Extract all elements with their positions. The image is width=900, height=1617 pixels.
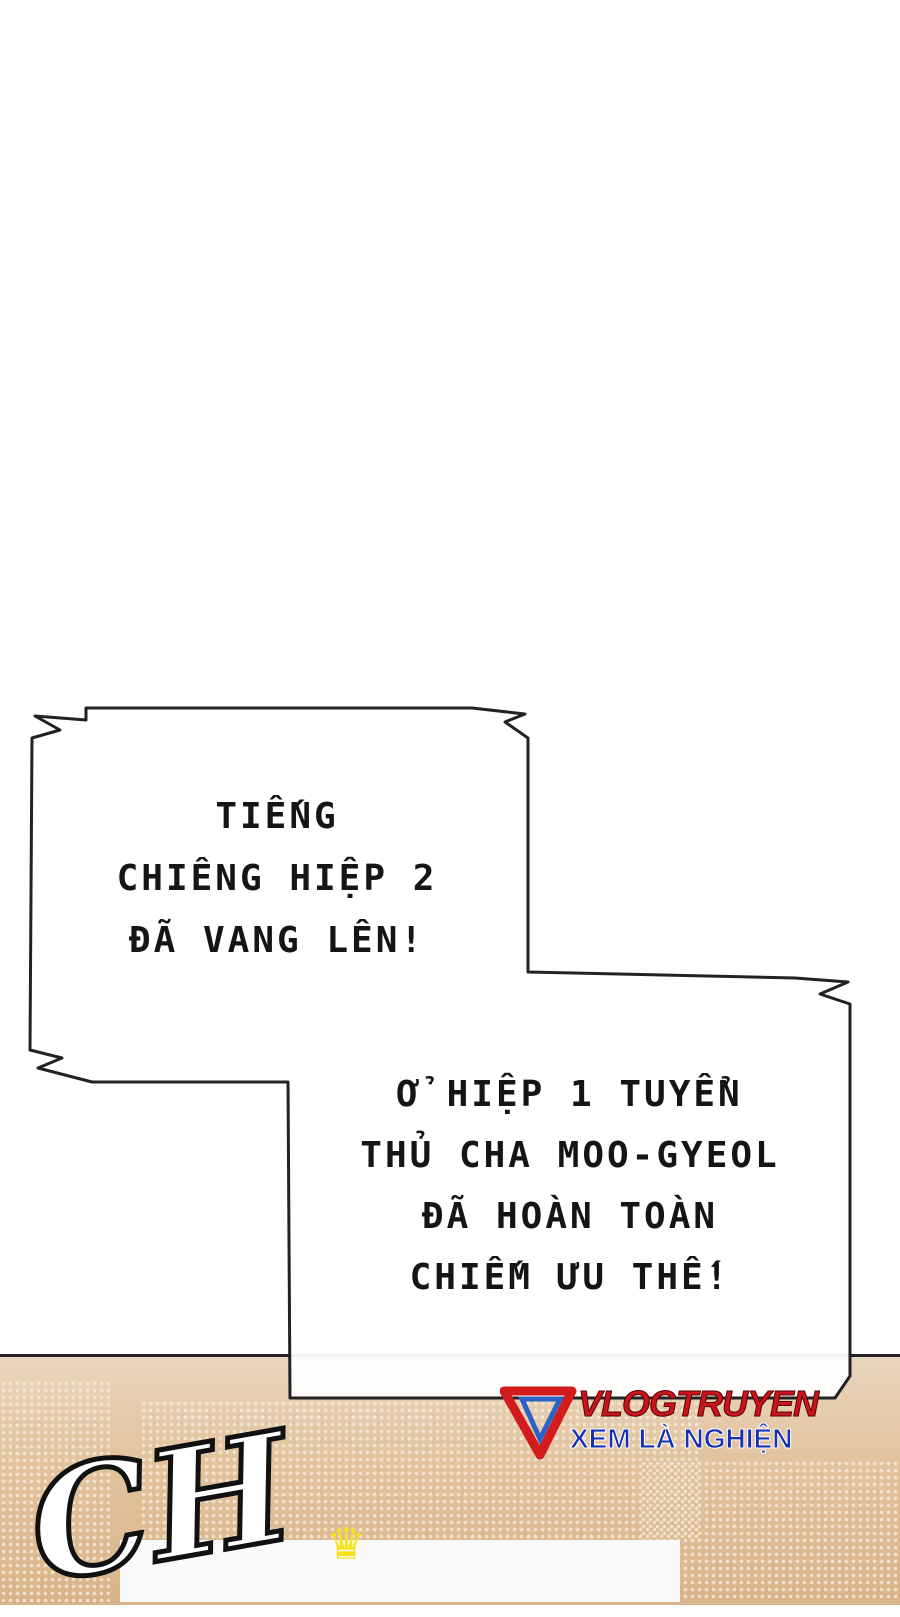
logo-triangle-icon bbox=[500, 1386, 577, 1460]
caption-2-text: Ở HIỆP 1 TUYỂN THỦ CHA MOO-GYEOL ĐÃ HOÀN… bbox=[320, 1064, 820, 1308]
caption-line: ĐÃ VANG LÊN! bbox=[128, 920, 426, 961]
ring-floor bbox=[120, 1540, 680, 1602]
ring-mesh bbox=[140, 1400, 700, 1540]
caption-line: Ở HIỆP 1 TUYỂN bbox=[397, 1074, 743, 1115]
caption-line: CHIẾM ƯU THẾ! bbox=[409, 1257, 731, 1298]
caption-line: TIẾNG bbox=[215, 796, 339, 837]
logo-title: VLOGTRUYEN bbox=[577, 1383, 819, 1425]
caption-line: CHIÊNG HIỆP 2 bbox=[116, 858, 438, 899]
logo-subtitle: XEM LÀ NGHIỆN bbox=[569, 1423, 793, 1455]
ring-mesh-left bbox=[0, 1380, 110, 1602]
caption-line: ĐÃ HOÀN TOÀN bbox=[421, 1196, 719, 1237]
caption-box-1 bbox=[28, 706, 852, 1400]
vlogtruyen-logo: VLOGTRUYEN XEM LÀ NGHIỆN bbox=[500, 1383, 890, 1463]
ring-mesh-right bbox=[640, 1460, 900, 1602]
crown-icon: ♛ bbox=[330, 1509, 363, 1572]
caption-line: THỦ CHA MOO-GYEOL bbox=[360, 1135, 780, 1176]
caption-1-text: TIẾNG CHIÊNG HIỆP 2 ĐÃ VANG LÊN! bbox=[77, 786, 477, 972]
